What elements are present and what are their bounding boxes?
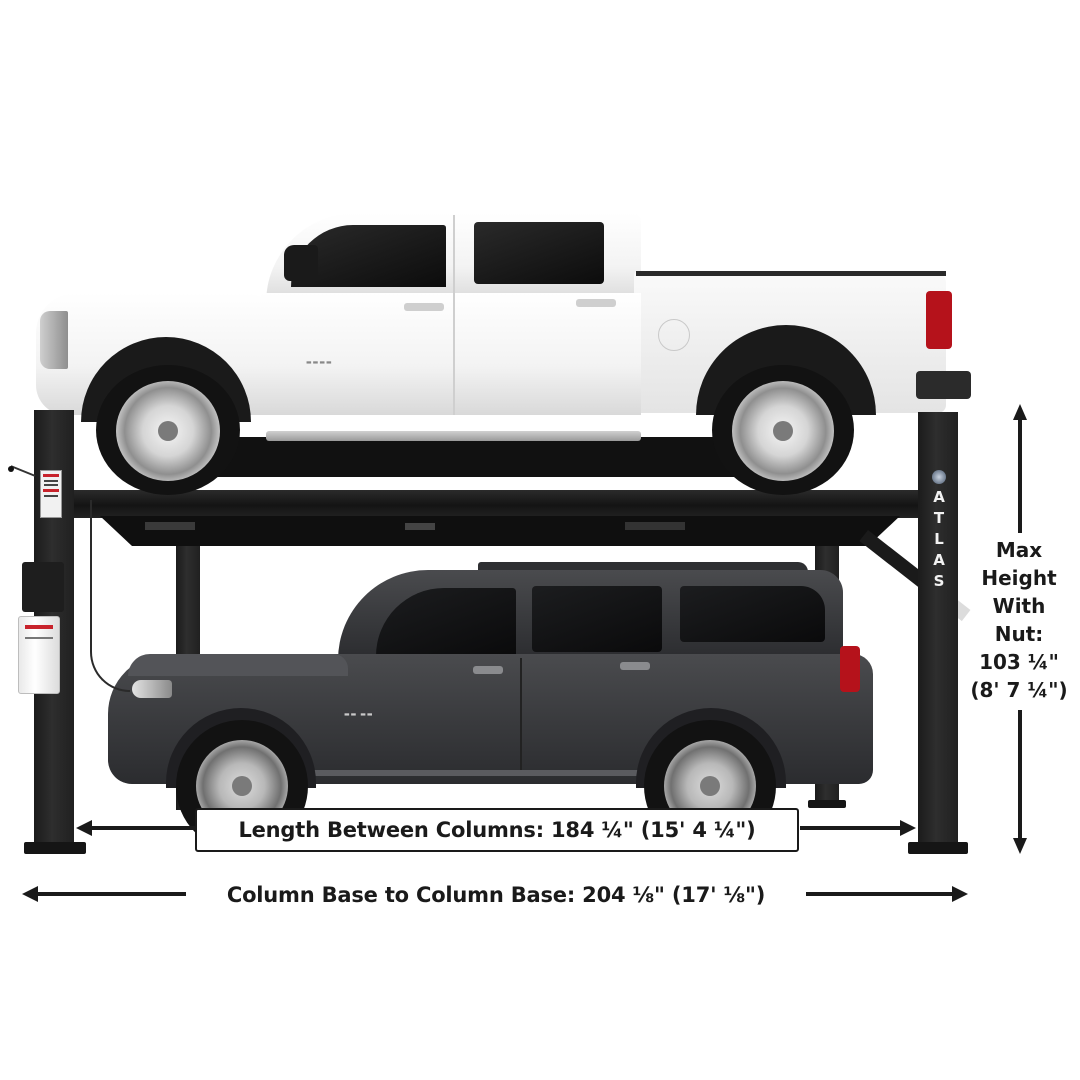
length-dimension-line-right <box>800 826 908 830</box>
runway-slot-right <box>625 522 685 530</box>
max-height-line: Nut: <box>994 622 1044 646</box>
upper-vehicle-pickup-truck: ▬▬▬▬ <box>36 205 976 495</box>
truck-front-hub <box>158 421 178 441</box>
lock-release-lever <box>10 465 36 477</box>
base-arrow-left-icon <box>22 886 38 902</box>
truck-bed-rail <box>636 271 946 276</box>
suv-front-hub <box>232 776 252 796</box>
column-base-to-column-base-label: Column Base to Column Base: 204 ⅛" (17' … <box>186 880 806 910</box>
truck-front-wheel <box>96 365 240 495</box>
base-arrow-right-icon <box>952 886 968 902</box>
hydraulic-reservoir-tank <box>18 616 60 694</box>
atlas-letter: S <box>933 572 945 590</box>
lower-vehicle-suv: ▬▬ ▬▬ <box>108 558 878 852</box>
truck-rear-window <box>474 222 604 284</box>
truck-rear-door-handle <box>576 299 616 307</box>
height-arrow-up-icon <box>1013 404 1027 420</box>
suv-hood-line <box>128 654 348 676</box>
suv-rear-hub <box>700 776 720 796</box>
truck-mirror <box>284 245 318 281</box>
length-arrow-right-icon <box>900 820 916 836</box>
truck-taillight <box>926 291 952 349</box>
lock-release-knob <box>8 466 14 472</box>
truck-doors <box>261 293 641 415</box>
suv-rear-door-handle <box>620 662 650 670</box>
base-dimension-line-right <box>806 892 956 896</box>
atlas-letter: A <box>933 488 945 506</box>
height-arrow-down-icon <box>1013 838 1027 854</box>
max-height-line: With <box>992 594 1046 618</box>
lift-runway-underside <box>100 516 900 546</box>
max-height-value-inches: 103 ¼" <box>979 650 1059 674</box>
hydraulic-pump-motor <box>22 562 64 612</box>
atlas-brand-logo: A T L A S <box>928 487 950 592</box>
base-dimension-line-left <box>36 892 186 896</box>
atlas-letter: A <box>933 551 945 569</box>
truck-rear-wheel <box>712 365 854 495</box>
height-dimension-line-top <box>1018 418 1022 533</box>
front-right-post <box>918 412 958 852</box>
length-between-columns-label: Length Between Columns: 184 ¼" (15' 4 ¼"… <box>195 808 799 852</box>
runway-slot-left <box>145 522 195 530</box>
suv-cargo-window <box>680 586 825 642</box>
atlas-globe-logo-icon <box>932 470 946 484</box>
hydraulic-hose <box>90 500 130 692</box>
atlas-letter: L <box>934 530 944 548</box>
max-height-line: Height <box>981 566 1057 590</box>
suv-roof-rack <box>478 562 808 572</box>
max-height-line: Max <box>995 538 1043 562</box>
runway-slot-center <box>405 523 435 530</box>
truck-undercarriage <box>206 437 766 477</box>
max-height-value-feet: (8' 7 ¼") <box>970 678 1068 702</box>
suv-rocker-trim <box>308 770 648 776</box>
suv-door-divider <box>520 658 522 776</box>
safety-decal <box>40 470 62 518</box>
suv-front-door-handle <box>473 666 503 674</box>
truck-running-board <box>266 431 641 441</box>
suv-headlight <box>132 680 172 698</box>
truck-grille <box>40 311 68 369</box>
length-dimension-line-left <box>90 826 200 830</box>
front-right-post-base <box>908 842 968 854</box>
suv-rear-door-window <box>532 586 662 652</box>
atlas-letter: T <box>933 509 945 527</box>
max-height-label: Max Height With Nut: 103 ¼" (8' 7 ¼") <box>958 536 1080 704</box>
suv-side-badge: ▬▬ ▬▬ <box>344 711 374 718</box>
rear-right-post-base <box>808 800 846 808</box>
truck-front-door-handle <box>404 303 444 311</box>
truck-rear-bumper <box>916 371 971 399</box>
front-left-post-base <box>24 842 86 854</box>
length-arrow-left-icon <box>76 820 92 836</box>
truck-side-badge: ▬▬▬▬ <box>306 359 333 366</box>
suv-taillight <box>840 646 860 692</box>
truck-rear-hub <box>773 421 793 441</box>
truck-fuel-door <box>658 319 690 351</box>
truck-door-divider <box>453 215 455 415</box>
height-dimension-line-bottom <box>1018 710 1022 842</box>
